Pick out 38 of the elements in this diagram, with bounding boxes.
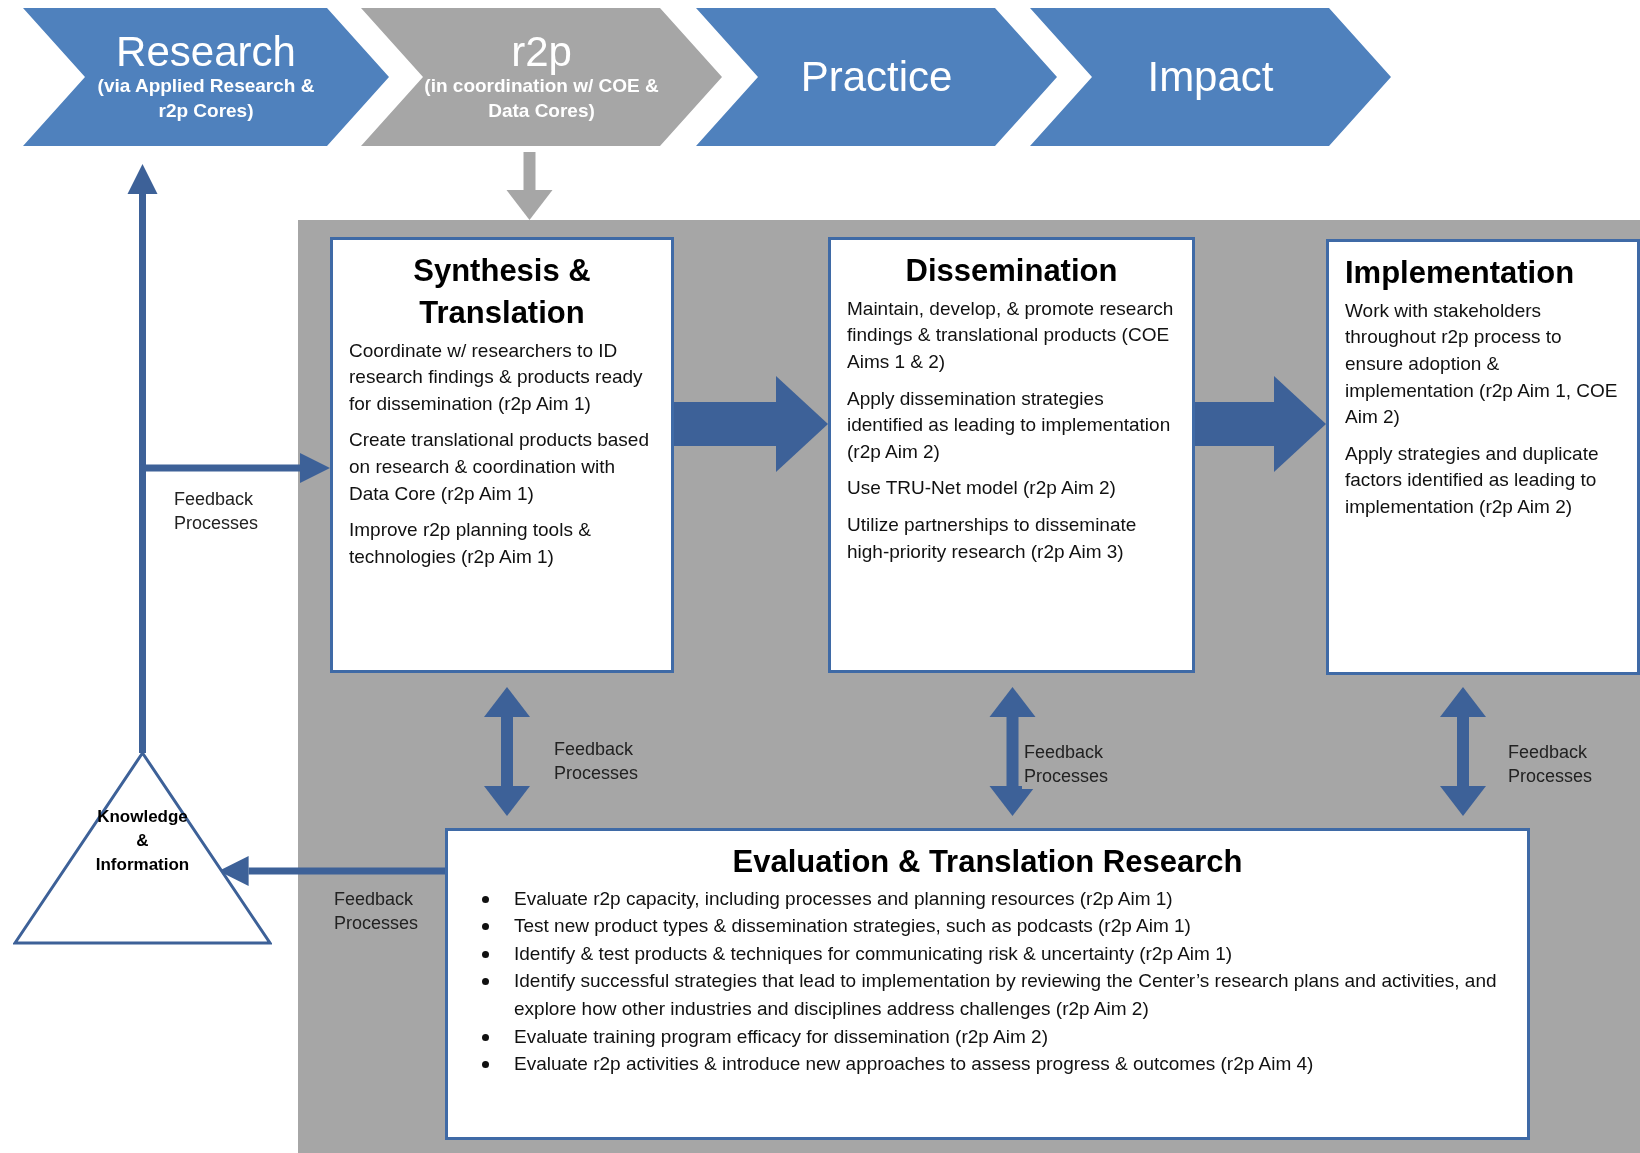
bullet-item: Test new product types & dissemination strategies, such as podcasts (r2p Aim 1) (514, 912, 1511, 940)
arrow (1195, 376, 1326, 472)
bullet-item: Evaluate r2p activities & introduce new approaches to assess progress & outcomes (r2p Aim 4) (514, 1050, 1511, 1078)
bullet-item: Identify & test products & techniques for communicating risk & uncertainty (r2p Aim 1) (514, 939, 1511, 968)
bullet-item: Identify successful strategies that lead to implementation by reviewing the Center’s research plans and activities, and explore how other industries and disciplines address challenges (r2p Aim 2) (514, 967, 1511, 1023)
chevron-subtitle: (via Applied Research & r2p Cores) (96, 74, 316, 124)
body-text: Apply strategies and duplicate factors identified as leading to implementation (r2p Aim 2) (1345, 441, 1600, 519)
box-heading: Evaluation & Translation Research (731, 843, 1244, 881)
body-text: Coordinate w/ researchers to ID research findings & products ready for dissemination (r2p Aim 1) (349, 338, 644, 416)
body-text: Improve r2p planning tools & technologies (r2p Aim 1) (349, 518, 592, 569)
process-box (330, 237, 674, 673)
process-box (1326, 239, 1640, 675)
bullet-item: Evaluate r2p capacity, including processes and planning resources (r2p Aim 1) (514, 884, 1511, 913)
body-text: Apply dissemination strategies identified as leading to implementation (r2p Aim 2) (847, 386, 1172, 464)
box-heading: Synthesis & Translation (412, 252, 592, 332)
chevron-title: Research (116, 30, 296, 75)
chevron-title: r2p (511, 30, 572, 75)
body-text: Maintain, develop, & promote research findings & translational products (COE Aims 1 & 2) (847, 296, 1175, 375)
triangle-label: Knowledge & Information (94, 806, 191, 876)
arrow (139, 453, 330, 753)
arrow (674, 376, 828, 472)
arrow (989, 687, 1036, 816)
bullet-item: Evaluate training program efficacy for dissemination (r2p Aim 2) (514, 1022, 1511, 1051)
box-heading: Dissemination (904, 252, 1119, 290)
process-box (445, 828, 1530, 1140)
arrow (1440, 687, 1486, 816)
arrow (506, 152, 553, 220)
box-heading: Implementation (1345, 254, 1576, 292)
arrow (484, 687, 530, 816)
body-text: Work with stakeholders throughout r2p process to ensure adoption & implementation (r2p Aim 1, COE Aim 2) (1345, 298, 1619, 430)
body-text: Use TRU-Net model (r2p Aim 2) (847, 476, 1117, 501)
panel-background (298, 220, 1640, 1153)
chevron-subtitle: (in coordination w/ COE & Data Cores) (423, 75, 660, 124)
process-box (828, 237, 1195, 673)
chevron-title: Impact (1147, 54, 1274, 100)
body-text: Create translational products based on research & coordination with Data Core (r2p Aim 1) (349, 428, 650, 506)
chevron-title: Practice (800, 54, 953, 100)
body-text: Utilize partnerships to disseminate high-priority research (r2p Aim 3) (847, 513, 1138, 564)
